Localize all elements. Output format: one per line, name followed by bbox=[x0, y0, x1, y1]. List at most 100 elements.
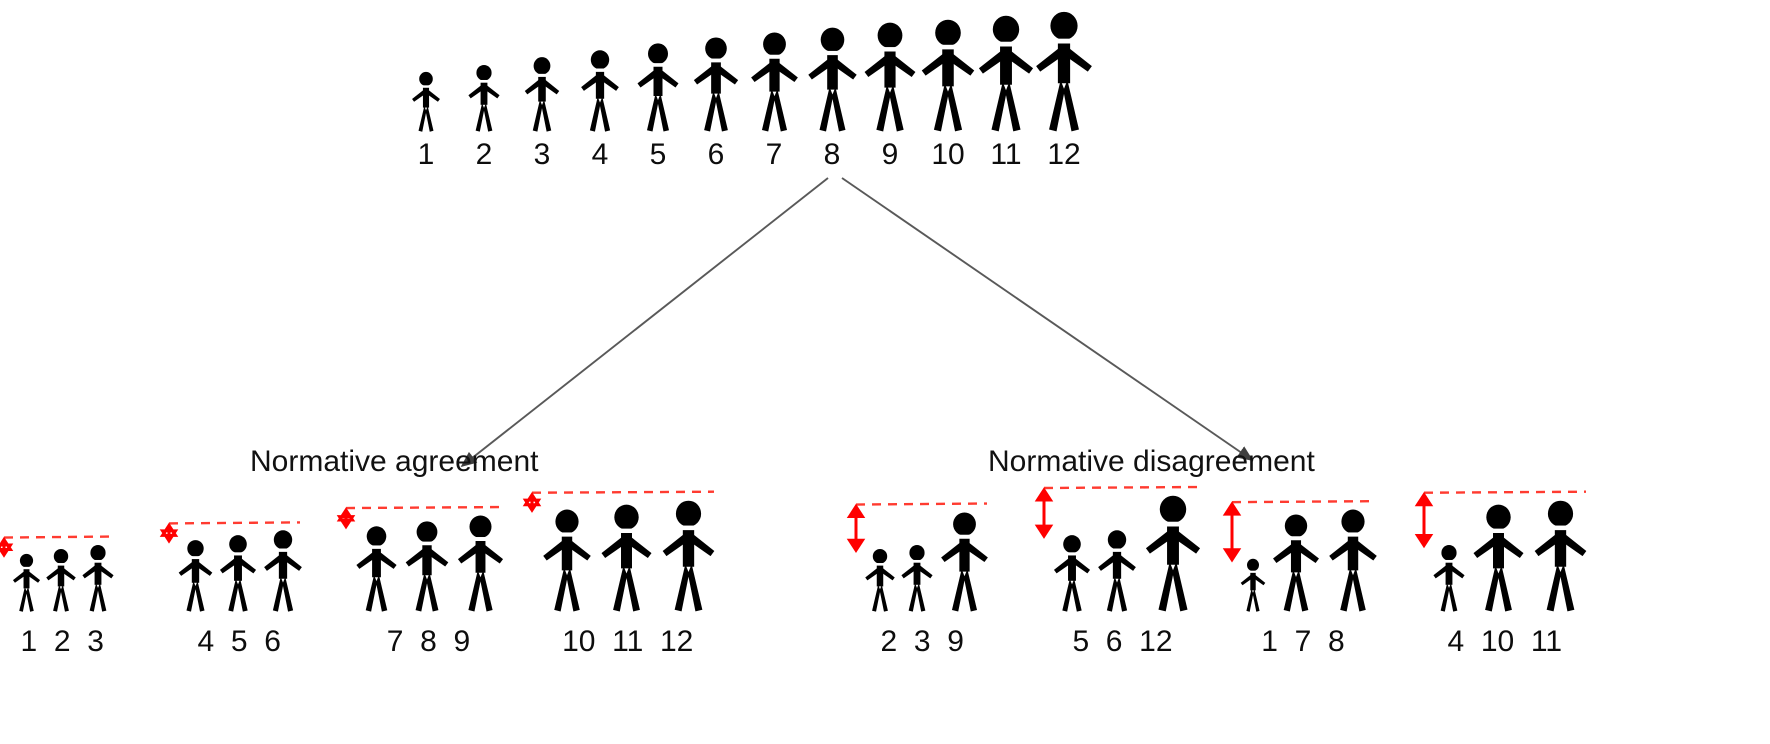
disagreement-group-4-labels: 4 10 11 bbox=[1447, 625, 1563, 658]
stick-figure-glyph bbox=[1240, 558, 1266, 612]
stick-figure-glyph bbox=[543, 509, 591, 612]
population-figure-1 bbox=[409, 71, 443, 132]
stick-figure-glyph bbox=[1098, 530, 1136, 612]
agreement-group-1-figure-1 bbox=[10, 553, 43, 612]
agreement-group-2-figure-6 bbox=[260, 529, 306, 612]
stick-figure-glyph bbox=[941, 512, 988, 612]
population-label-6: 6 bbox=[707, 138, 725, 171]
stick-figure-glyph bbox=[864, 22, 916, 132]
agreement-group-1-dashed-top-line bbox=[3, 535, 112, 539]
stick-figure-glyph bbox=[1329, 509, 1377, 612]
disagreement-group-1-dashed-top-line bbox=[855, 502, 988, 506]
population-figure-3 bbox=[521, 56, 563, 132]
disagreement-group-4-figure-11 bbox=[1529, 499, 1592, 612]
stick-figure-glyph bbox=[1433, 545, 1465, 612]
disagreement-group-2-height-spread-arrow bbox=[1034, 487, 1054, 539]
stick-figure-glyph bbox=[865, 548, 895, 612]
stick-figure-glyph bbox=[1473, 504, 1524, 612]
stick-figure-glyph bbox=[264, 530, 302, 612]
agreement-group-2-height-spread-arrow bbox=[159, 522, 179, 544]
stick-figure-glyph bbox=[12, 553, 41, 612]
agreement-group-3-figure-7 bbox=[352, 525, 401, 612]
stick-figure-glyph bbox=[750, 32, 798, 132]
stick-figure-glyph bbox=[524, 57, 560, 132]
stick-figure-glyph bbox=[901, 545, 933, 612]
population-figure-8 bbox=[803, 26, 862, 132]
arrow-to-normative-agreement bbox=[460, 177, 829, 468]
disagreement-group-1-labels: 2 3 9 bbox=[880, 625, 964, 658]
agreement-group-2-dashed-top-line bbox=[168, 521, 301, 525]
disagreement-group-3-figure-8 bbox=[1324, 508, 1382, 612]
disagreement-group-3-figure-1 bbox=[1238, 558, 1268, 612]
stick-figure-glyph bbox=[219, 535, 257, 612]
population-label-7: 7 bbox=[765, 138, 783, 171]
population-figure-4 bbox=[577, 49, 623, 132]
agreement-group-4-dashed-top-line bbox=[531, 490, 715, 494]
agreement-group-1-figure-2 bbox=[43, 548, 79, 612]
stick-figure-glyph bbox=[978, 15, 1034, 132]
population-figure-11 bbox=[973, 14, 1039, 132]
disagreement-group-1-figure-3 bbox=[898, 544, 936, 612]
stick-figure-glyph bbox=[1273, 514, 1319, 612]
stick-figure-glyph bbox=[601, 504, 652, 612]
population-figure-2 bbox=[465, 64, 503, 132]
agreement-group-4-figure-10 bbox=[538, 508, 596, 612]
population-label-2: 2 bbox=[475, 138, 493, 171]
disagreement-group-4-height-spread-arrow bbox=[1414, 491, 1434, 549]
stick-figure-glyph bbox=[468, 65, 500, 132]
agreement-group-3-figure-8 bbox=[401, 520, 453, 612]
stick-figure-glyph bbox=[178, 540, 213, 612]
agreement-group-3-dashed-top-line bbox=[345, 505, 503, 510]
stick-figure-glyph bbox=[356, 526, 397, 612]
disagreement-group-1-height-spread-arrow bbox=[846, 503, 866, 554]
stick-figure-glyph bbox=[921, 19, 975, 132]
agreement-group-3-labels: 7 8 9 bbox=[386, 625, 471, 658]
population-figure-9 bbox=[859, 21, 921, 132]
disagreement-group-3-height-spread-arrow bbox=[1222, 501, 1242, 563]
stick-figure-glyph bbox=[637, 43, 679, 132]
disagreement-group-2-dashed-top-line bbox=[1043, 485, 1201, 490]
agreement-group-4-labels: 10 11 12 bbox=[562, 625, 694, 658]
stick-figure-glyph bbox=[1053, 535, 1091, 612]
disagreement-group-1-figure-2 bbox=[862, 548, 898, 612]
population-figure-7 bbox=[746, 31, 803, 132]
agreement-group-4-height-spread-arrow bbox=[522, 491, 542, 513]
population-label-11: 11 bbox=[990, 138, 1022, 171]
stick-figure-glyph bbox=[412, 71, 440, 132]
agreement-group-2-figure-4 bbox=[175, 539, 216, 612]
agreement-group-4-figure-11 bbox=[596, 503, 657, 612]
heading-normative-agreement: Normative agreement bbox=[250, 445, 539, 478]
stick-figure-glyph bbox=[693, 37, 739, 132]
population-label-10: 10 bbox=[931, 138, 965, 171]
stick-figure-glyph bbox=[1036, 11, 1092, 132]
agreement-group-3-height-spread-arrow bbox=[336, 507, 356, 530]
agreement-group-2-figure-5 bbox=[216, 534, 260, 612]
population-label-3: 3 bbox=[533, 138, 551, 171]
disagreement-group-2-figure-5 bbox=[1050, 534, 1094, 612]
disagreement-group-2-figure-12 bbox=[1140, 494, 1206, 612]
heading-normative-disagreement: Normative disagreement bbox=[988, 445, 1315, 478]
population-figure-10 bbox=[916, 18, 980, 132]
stick-figure-glyph bbox=[405, 521, 449, 612]
disagreement-group-2-labels: 5 6 12 bbox=[1072, 625, 1173, 658]
disagreement-group-1-figure-9 bbox=[936, 511, 993, 612]
disagreement-group-4-figure-10 bbox=[1468, 503, 1529, 612]
stick-figure-glyph bbox=[82, 545, 114, 612]
population-label-12: 12 bbox=[1047, 138, 1081, 171]
population-figure-12 bbox=[1030, 10, 1098, 132]
population-label-4: 4 bbox=[591, 138, 609, 171]
stick-figure-glyph bbox=[1534, 500, 1587, 612]
agreement-group-1-height-spread-arrow bbox=[0, 536, 14, 558]
arrow-to-normative-disagreement bbox=[841, 177, 1254, 461]
stick-figure-glyph bbox=[1145, 495, 1201, 612]
population-label-9: 9 bbox=[881, 138, 899, 171]
agreement-group-4-figure-12 bbox=[657, 499, 720, 612]
disagreement-group-3-dashed-top-line bbox=[1231, 499, 1377, 504]
population-figure-5 bbox=[633, 42, 683, 132]
disagreement-group-3-labels: 1 7 8 bbox=[1261, 625, 1345, 658]
population-label-1: 1 bbox=[417, 138, 435, 171]
stick-figure-glyph bbox=[457, 515, 504, 612]
agreement-group-1-labels: 1 2 3 bbox=[20, 625, 104, 658]
agreement-group-1-figure-3 bbox=[79, 544, 117, 612]
stick-figure-glyph bbox=[46, 548, 76, 612]
